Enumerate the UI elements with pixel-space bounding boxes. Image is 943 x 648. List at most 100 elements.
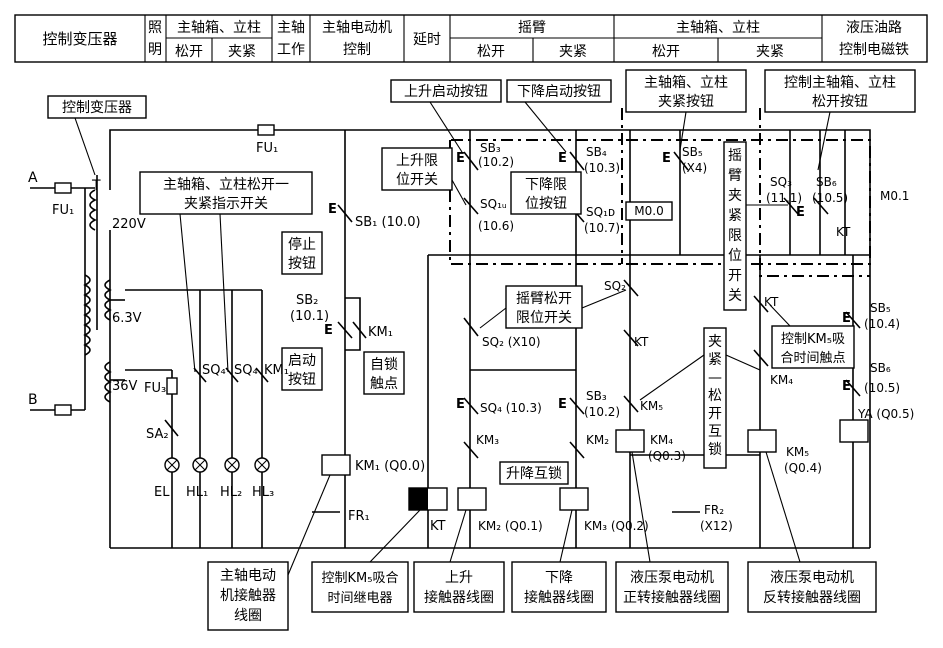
label-e-sb6-top: E [796, 205, 805, 220]
coil-ya [839, 419, 869, 443]
callout-clamp-interlock-char: — [708, 370, 722, 386]
label-phase-a: A [28, 170, 38, 186]
callout-down-limit-1: 下降限 [525, 177, 567, 193]
coil-km1 [321, 454, 351, 476]
label-kt-right: KT [764, 295, 779, 309]
callout-down-start-box [506, 79, 612, 103]
callout-up-down-interlock-box [499, 461, 569, 485]
label-sq3-1: SQ₃ [770, 175, 792, 189]
callout-clamp-interlock-char: 松 [708, 388, 722, 404]
label-km5-coil-2: (Q0.4) [784, 461, 822, 475]
callout-clamp-interlock-char: 互 [708, 424, 722, 440]
callout-arm-clamp-limit-char: 臂 [728, 168, 742, 184]
label-km4-coil-2: (Q0.3) [648, 449, 686, 463]
callout-selflock-box [363, 351, 405, 395]
header-spindle-motor-1: 主轴电动机 [322, 20, 392, 36]
label-e-sb1: E [328, 202, 337, 217]
callout-arm-clamp-limit-char: 紧 [728, 208, 742, 224]
label-6-3v: 6.3V [112, 311, 142, 326]
bottom-pump-rev-2: 反转接触器线圈 [763, 589, 861, 606]
bottom-labels: 主轴电动 机接触器 线圈 控制KM₅吸合 时间继电器 上升 接触器线圈 下降 接… [207, 451, 877, 631]
header-lighting-1: 照 [148, 20, 162, 36]
header-loosen: 松开 [175, 44, 203, 60]
label-kt-coil: KT [430, 519, 446, 534]
label-sb5-right-1: SB₅ [870, 301, 891, 315]
label-sq1d-1: SQ₁ᴅ [586, 205, 615, 219]
label-e-sq4: E [456, 397, 465, 412]
coil-km2 [457, 487, 487, 511]
label-hl3: HL₃ [252, 485, 274, 500]
header-lighting-2: 明 [148, 42, 162, 58]
label-km2-aux: KM₂ [586, 433, 609, 447]
callout-sc-clamp-btn-2: 夹紧按钮 [658, 94, 714, 110]
callout-indicator-2: 夹紧指示开关 [184, 196, 268, 212]
label-m00-box [625, 201, 673, 221]
callout-km5-time-box [771, 325, 855, 369]
header-arm-clamp: 夹紧 [559, 44, 587, 60]
header-sc-loosen: 松开 [652, 44, 680, 60]
bottom-kt-relay-box [311, 561, 409, 613]
callout-selflock-2: 触点 [370, 376, 398, 392]
callout-clamp-interlock: 夹 紧 — 松 开 互 锁 [708, 334, 722, 458]
label-km1-b: KM₁ [368, 325, 393, 340]
callout-clamp-interlock-box [703, 327, 727, 469]
callout-arm-clamp-limit-char: 夹 [728, 188, 742, 204]
callout-arm-clamp-limit-box [723, 141, 747, 311]
label-sb1: SB₁ (10.0) [355, 215, 421, 230]
bottom-pump-rev-box [747, 561, 877, 613]
main-wiring [30, 129, 871, 549]
callout-arm-clamp-limit-char: 关 [728, 288, 742, 304]
callout-up-start: 上升启动按钮 [404, 84, 488, 100]
callout-up-limit-2: 位开关 [396, 172, 438, 188]
label-e-sb5-right: E [842, 311, 851, 326]
header-spindle-work-2: 工作 [277, 42, 305, 58]
label-e-sb5-top: E [662, 151, 671, 166]
label-sq3-2: (11.1) [766, 191, 802, 205]
callout-stop-1: 停止 [288, 236, 316, 253]
callout-arm-loosen-limit-box [505, 285, 583, 329]
label-km4-aux: KM₄ [770, 373, 793, 387]
header-spindle-column-2: 主轴箱、立柱 [676, 20, 760, 36]
label-km3-aux: KM₃ [476, 433, 499, 447]
fuse-b-line [54, 404, 72, 416]
label-sb3-2: (10.2) [478, 155, 514, 169]
bottom-up-coil-2: 接触器线圈 [424, 589, 494, 606]
label-fu1-top: FU₁ [256, 141, 278, 156]
callout-up-limit-1: 上升限 [396, 153, 438, 169]
label-e-sb3-mid: E [558, 397, 567, 412]
callout-up-start-box [390, 79, 502, 103]
label-220v: 220V [112, 217, 146, 232]
label-sq1u-1: SQ₁ᵤ [480, 197, 507, 211]
fuse-elements [54, 124, 275, 416]
header-clamp: 夹紧 [228, 44, 256, 60]
callout-km5-time-2: 合时间触点 [780, 351, 845, 366]
label-sb5-top-1: SB₅ [682, 145, 703, 159]
label-sq2-mid: SQ₂ (X10) [482, 335, 541, 349]
label-sb3-mid-1: SB₃ [586, 389, 607, 403]
transformer-windings [83, 175, 125, 403]
label-sq2-top: SQ₂ [604, 279, 626, 293]
bottom-pump-fwd-2: 正转接触器线圈 [623, 589, 721, 606]
header-hydraulic-2: 控制电磁铁 [839, 42, 909, 58]
callout-sc-clamp-btn-1: 主轴箱、立柱 [644, 75, 728, 91]
label-m00: M0.0 [634, 204, 663, 218]
label-m01: M0.1 [880, 189, 909, 203]
header-sc-clamp: 夹紧 [756, 44, 784, 60]
label-ya: YA (Q0.5) [857, 407, 914, 421]
label-sb5-right-2: (10.4) [864, 317, 900, 331]
callout-down-start: 下降启动按钮 [517, 84, 601, 100]
label-sb6-top-2: (10.5) [812, 191, 848, 205]
bottom-kt-relay-2: 时间继电器 [327, 591, 392, 606]
header-arm: 摇臂 [518, 20, 546, 36]
label-hl2: HL₂ [220, 485, 242, 500]
bottom-up-coil-box [413, 561, 505, 613]
header-table: 控制变压器 照 明 主轴箱、立柱 松开 夹紧 主轴 工作 主轴电动机 控制 延时… [14, 14, 928, 63]
bottom-pump-rev-1: 液压泵电动机 [770, 570, 854, 586]
callout-transformer-box [47, 95, 147, 119]
header-spindle-column: 主轴箱、立柱 [177, 20, 261, 36]
component-labels: A B T FU₁ FU₁ FU₃ 220V 6.3V 36V SA₂ EL H… [28, 141, 914, 534]
coil-km5 [747, 429, 777, 453]
header-transformer: 控制变压器 [42, 30, 117, 48]
label-fr2-1: FR₂ [704, 503, 724, 517]
